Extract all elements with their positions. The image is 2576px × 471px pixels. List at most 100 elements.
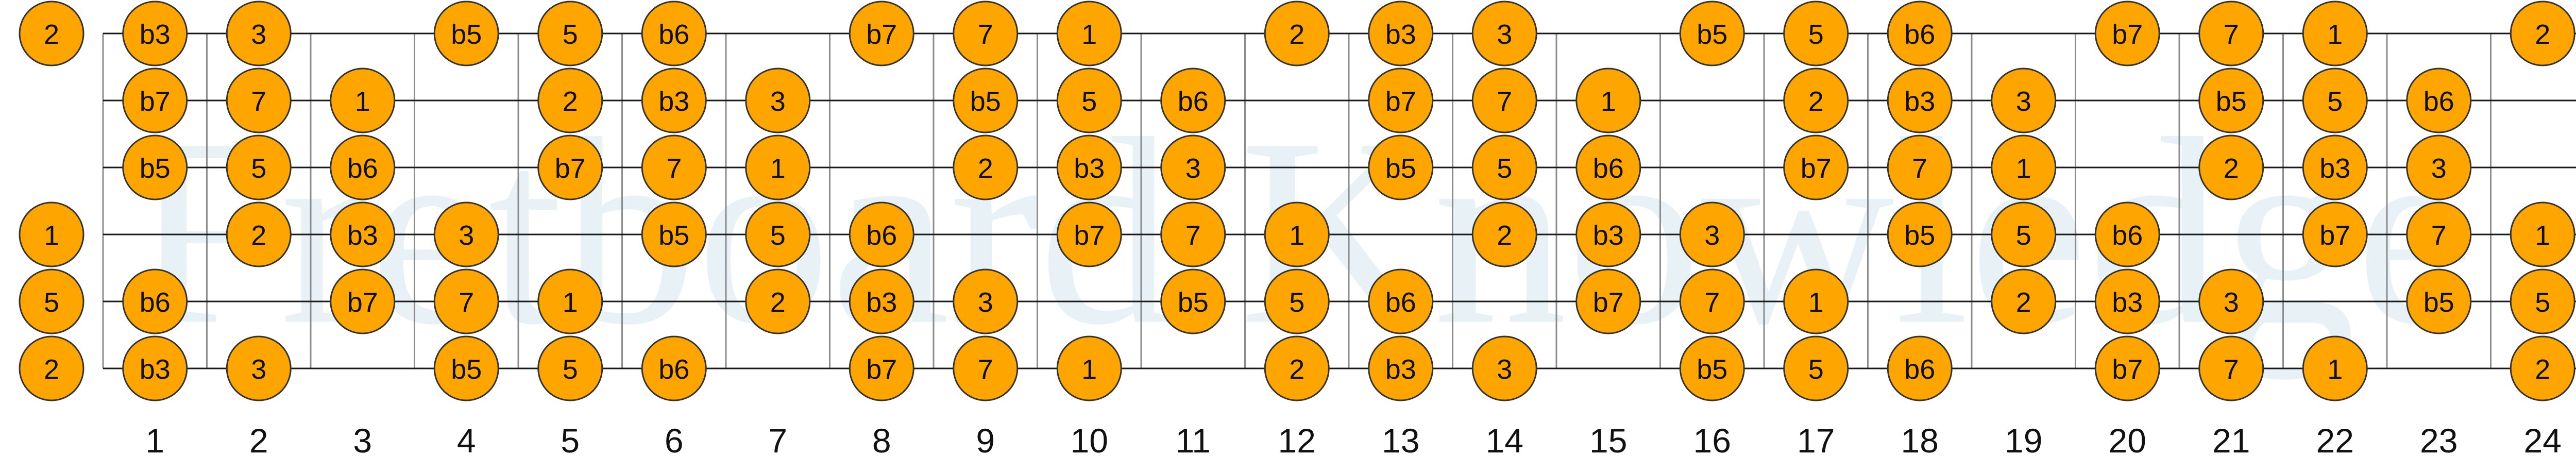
note-label: b7 — [866, 19, 897, 50]
note-circle — [641, 134, 707, 200]
note-circle — [1575, 268, 1641, 334]
note-label: 5 — [1808, 354, 1824, 385]
note-circle — [953, 335, 1019, 401]
note-circle — [1056, 335, 1122, 401]
note-circle — [953, 134, 1019, 200]
note-marker: 5 — [1783, 335, 1849, 401]
note-label: 2 — [2535, 354, 2550, 385]
note-circle — [1056, 68, 1122, 133]
note-circle — [1160, 134, 1226, 200]
note-circle — [122, 335, 188, 401]
note-circle — [2094, 268, 2160, 334]
note-label: b3 — [1904, 86, 1935, 117]
note-label: 5 — [563, 19, 578, 50]
note-marker: b3 — [122, 335, 188, 401]
note-circle — [1471, 335, 1537, 401]
note-marker: 2 — [1991, 268, 2057, 334]
note-circle — [1887, 134, 1953, 200]
note-label: 3 — [1185, 153, 1201, 184]
fret-number: 20 — [2109, 422, 2146, 460]
note-marker: b6 — [1887, 335, 1953, 401]
note-circle — [1160, 201, 1226, 267]
note-label: b6 — [347, 153, 378, 184]
note-marker: 2 — [226, 201, 292, 267]
note-marker: 1 — [537, 268, 603, 334]
note-marker: b6 — [641, 1, 707, 66]
note-label: b3 — [140, 354, 171, 385]
note-label: 1 — [2016, 153, 2031, 184]
note-label: 1 — [2327, 354, 2343, 385]
note-label: 5 — [2327, 86, 2343, 117]
note-circle — [226, 68, 292, 133]
note-marker: b6 — [1887, 1, 1953, 66]
note-circle — [2198, 335, 2264, 401]
note-circle — [849, 1, 914, 66]
note-marker: b7 — [849, 335, 914, 401]
note-circle — [953, 268, 1019, 334]
note-circle — [226, 201, 292, 267]
note-marker: 3 — [1471, 1, 1537, 66]
note-label: 5 — [251, 153, 266, 184]
fret-number: 6 — [665, 422, 684, 460]
note-label: 7 — [1912, 153, 1927, 184]
note-marker: 2 — [1783, 68, 1849, 133]
note-label: b6 — [140, 287, 171, 318]
note-label: b7 — [866, 354, 897, 385]
fret-number: 13 — [1382, 422, 1419, 460]
note-label: b6 — [866, 220, 897, 251]
note-label: 5 — [44, 287, 59, 318]
note-circle — [2510, 1, 2575, 66]
fret-lines — [102, 33, 2492, 368]
note-circle — [1575, 201, 1641, 267]
note-label: 1 — [355, 86, 370, 117]
note-marker: 1 — [19, 201, 84, 267]
note-label: b5 — [451, 19, 482, 50]
note-circle — [1471, 201, 1537, 267]
note-circle — [19, 201, 84, 267]
fret-number: 17 — [1797, 422, 1835, 460]
note-circle — [2094, 1, 2160, 66]
note-marker: b5 — [953, 68, 1019, 133]
note-label: b3 — [347, 220, 378, 251]
note-label: b3 — [658, 86, 689, 117]
note-circle — [1679, 268, 1745, 334]
note-marker: 1 — [1575, 68, 1641, 133]
note-circle — [1264, 201, 1330, 267]
note-circle — [1368, 68, 1434, 133]
note-marker: b3 — [2302, 134, 2368, 200]
note-circle — [1991, 68, 2057, 133]
note-label: b5 — [1697, 19, 1727, 50]
fret-number: 24 — [2524, 422, 2562, 460]
note-circle — [849, 268, 914, 334]
note-marker: 1 — [2510, 201, 2575, 267]
note-marker: b5 — [1679, 335, 1745, 401]
note-marker: 1 — [745, 134, 811, 200]
note-circle — [1264, 335, 1330, 401]
note-label: 3 — [251, 354, 266, 385]
note-marker: 1 — [1056, 335, 1122, 401]
note-marker: b7 — [2094, 1, 2160, 66]
note-label: 7 — [459, 287, 474, 318]
note-circle — [2510, 201, 2575, 267]
note-circle — [745, 134, 811, 200]
note-marker: 3 — [2406, 134, 2472, 200]
note-circle — [1368, 335, 1434, 401]
note-marker: b6 — [122, 268, 188, 334]
note-circle — [1679, 201, 1745, 267]
note-marker: 3 — [1679, 201, 1745, 267]
note-marker: 7 — [226, 68, 292, 133]
note-circle — [537, 335, 603, 401]
note-marker: 2 — [1264, 1, 1330, 66]
note-marker: 2 — [2510, 1, 2575, 66]
fret-number: 4 — [457, 422, 476, 460]
note-marker: b3 — [1368, 1, 1434, 66]
note-label: b5 — [1904, 220, 1935, 251]
note-circle — [2510, 335, 2575, 401]
note-circle — [537, 268, 603, 334]
note-marker: b3 — [849, 268, 914, 334]
note-circle — [19, 335, 84, 401]
note-label: b3 — [1385, 354, 1416, 385]
note-marker: b3 — [641, 68, 707, 133]
note-circle — [330, 134, 396, 200]
note-label: b6 — [2424, 86, 2454, 117]
